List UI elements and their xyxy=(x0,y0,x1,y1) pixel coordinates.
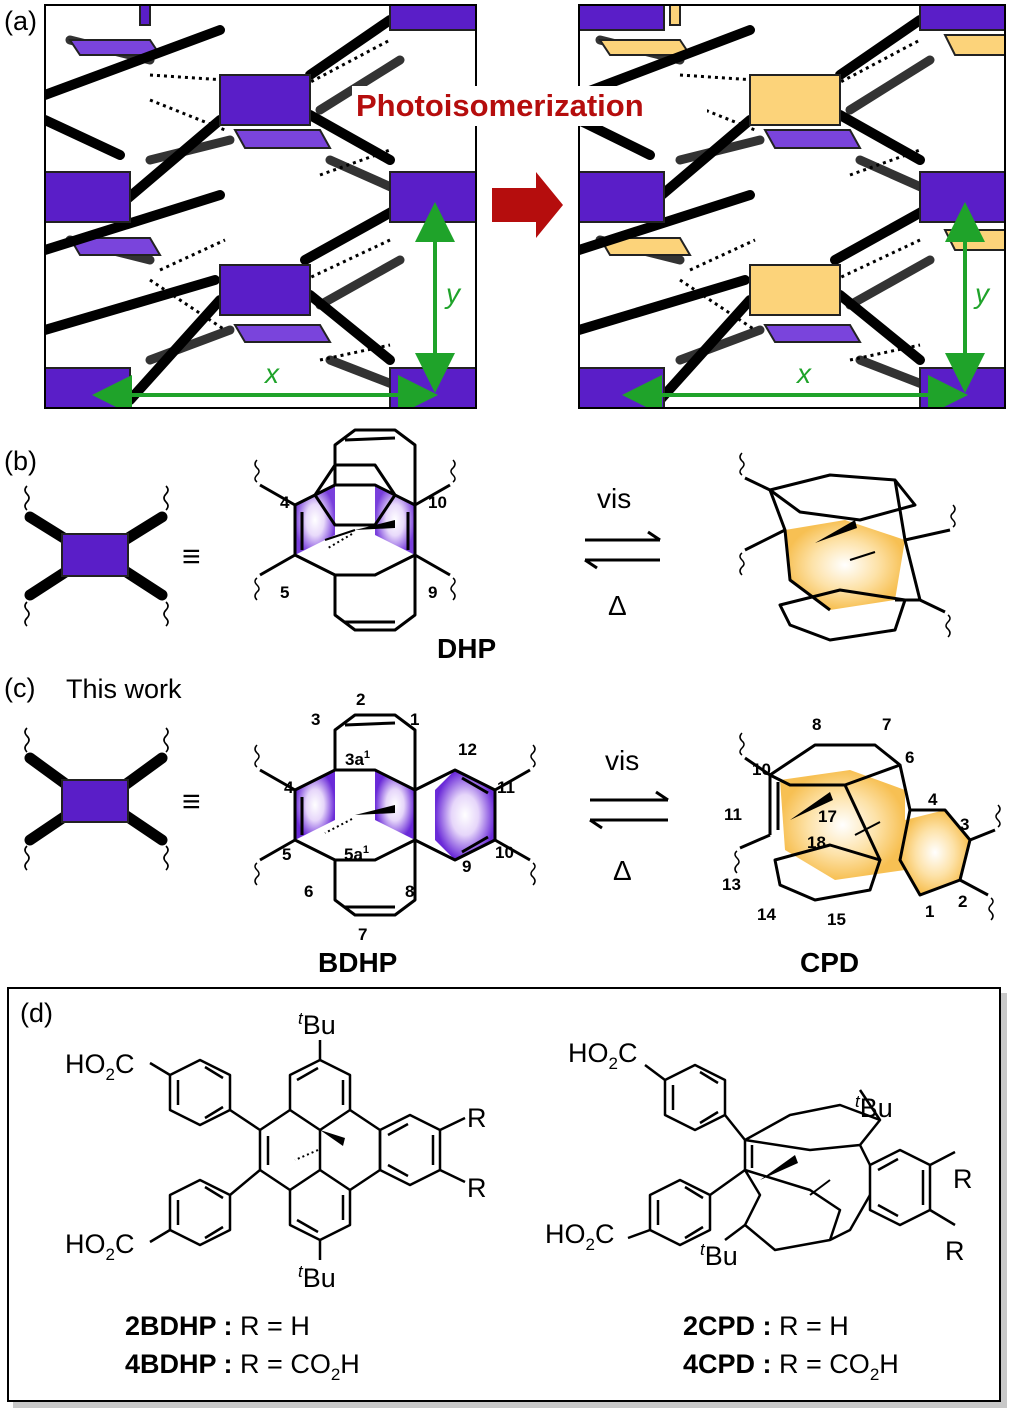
cpd-molecule-b xyxy=(739,452,956,642)
cpd-tbu-top: tBu xyxy=(855,1092,893,1123)
cpd-num-8: 8 xyxy=(812,715,821,734)
cpd-r-top: R xyxy=(953,1164,973,1194)
bdhp-tbu-top: tBu xyxy=(298,1009,336,1040)
bdhp-num-1: 1 xyxy=(410,710,419,729)
axis-x-label-right: x xyxy=(795,358,812,389)
forward-label-b: vis xyxy=(597,483,631,514)
bdhp-num-2: 2 xyxy=(356,690,365,709)
cpd-num-6: 6 xyxy=(905,748,914,767)
legend-4cpd: 4CPD : R = CO2H xyxy=(683,1349,899,1384)
bdhp-r-bottom: R xyxy=(467,1173,487,1203)
bdhp-derivative-structure xyxy=(149,1040,466,1260)
bdhp-num-4: 4 xyxy=(284,778,294,797)
this-work-label: This work xyxy=(66,674,182,704)
cpd-num-11: 11 xyxy=(724,805,742,824)
cpd-molecule-c xyxy=(734,732,1001,921)
cpd-acid-top: HO2C xyxy=(568,1038,637,1073)
bdhp-wedge xyxy=(320,1130,345,1146)
bdhp-num-10: 10 xyxy=(495,843,514,862)
node-schematic-b xyxy=(24,485,169,627)
dhp-num-4: 4 xyxy=(280,493,290,512)
legend-4bdhp: 4BDHP : R = CO2H xyxy=(125,1349,360,1384)
bdhp-num-6: 6 xyxy=(304,882,313,901)
photoisomerization-title: Photoisomerization xyxy=(356,88,644,123)
panel-a-label: (a) xyxy=(4,6,37,36)
cpd-num-15: 15 xyxy=(827,910,846,929)
cpd-num-17: 17 xyxy=(818,807,837,826)
cpd-num-7: 7 xyxy=(882,715,891,734)
dhp-num-10: 10 xyxy=(428,493,447,512)
bdhp-num-3: 3 xyxy=(311,710,320,729)
bdhp-num-12: 12 xyxy=(458,740,477,759)
cpd-tbu-bottom: tBu xyxy=(700,1240,738,1271)
bdhp-acid-bottom: HO2C xyxy=(65,1229,134,1264)
bdhp-acid-top: HO2C xyxy=(65,1049,134,1084)
cpd-num-4: 4 xyxy=(928,790,938,809)
panel-d-label: (d) xyxy=(20,998,53,1028)
axis-y-label-right: y xyxy=(973,278,991,309)
bdhp-tbu-bottom: tBu xyxy=(298,1262,336,1293)
cpd-num-10: 10 xyxy=(752,760,771,779)
bdhp-name: BDHP xyxy=(318,947,397,978)
cpd-num-2: 2 xyxy=(958,892,967,911)
cpd-num-14: 14 xyxy=(757,905,776,924)
panel-c-label: (c) xyxy=(4,673,35,703)
axis-x-label-left: x xyxy=(263,358,280,389)
framework-after-frame xyxy=(578,4,1006,409)
dhp-num-9: 9 xyxy=(428,583,437,602)
cpd-methyl xyxy=(809,1179,831,1196)
bdhp-num-11: 11 xyxy=(497,778,515,797)
bdhp-hash xyxy=(294,1149,319,1161)
equilibrium-arrows-b xyxy=(584,530,661,570)
cpd-wedge xyxy=(760,1155,798,1180)
cpd-acid-bottom: HO2C xyxy=(545,1219,614,1254)
legend-2bdhp: 2BDHP : R = H xyxy=(125,1311,310,1341)
equivalence-b: ≡ xyxy=(182,538,201,574)
framework-after xyxy=(579,5,1005,408)
cpd-r-bottom: R xyxy=(945,1236,965,1266)
node-schematic-c xyxy=(24,727,169,871)
legend-2cpd: 2CPD : R = H xyxy=(683,1311,849,1341)
axis-y-label-left: y xyxy=(444,278,462,309)
dhp-molecule xyxy=(254,428,456,632)
cpd-num-18: 18 xyxy=(807,833,826,852)
dhp-name: DHP xyxy=(437,633,496,664)
forward-label-c: vis xyxy=(605,745,639,776)
bdhp-ring-3a: 3a1 xyxy=(345,749,370,769)
cpd-num-1: 1 xyxy=(925,902,934,921)
bdhp-ring-5a: 5a1 xyxy=(344,844,369,864)
dhp-num-5: 5 xyxy=(280,583,289,602)
cpd-derivative-structure xyxy=(627,1063,956,1252)
bdhp-num-5: 5 xyxy=(282,845,291,864)
framework-before xyxy=(45,5,476,408)
bdhp-num-9: 9 xyxy=(462,857,471,876)
equivalence-c: ≡ xyxy=(182,783,201,819)
bdhp-r-top: R xyxy=(467,1103,487,1133)
reverse-label-b: Δ xyxy=(608,590,627,621)
framework-before-frame xyxy=(44,4,477,409)
reverse-label-c: Δ xyxy=(613,855,632,886)
bdhp-num-7: 7 xyxy=(358,925,367,944)
bdhp-molecule xyxy=(254,713,536,917)
cpd-name: CPD xyxy=(800,947,859,978)
cpd-num-3: 3 xyxy=(960,815,969,834)
equilibrium-arrows-c xyxy=(589,790,669,830)
panel-b-label: (b) xyxy=(4,446,37,476)
bdhp-num-8: 8 xyxy=(405,882,414,901)
title-backdrop xyxy=(352,86,707,126)
transform-arrow xyxy=(492,172,563,238)
cpd-num-13: 13 xyxy=(722,875,741,894)
